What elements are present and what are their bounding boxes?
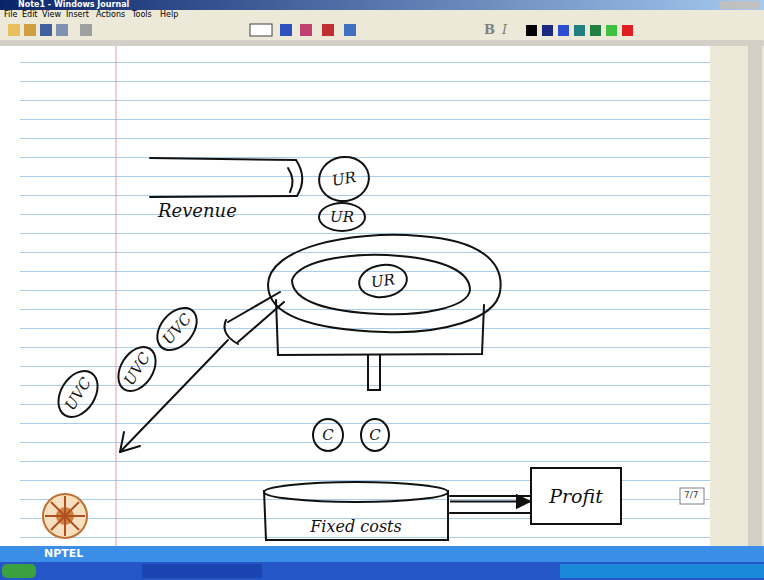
menu-item: View	[42, 11, 61, 19]
title-bar	[0, 0, 764, 10]
margin-line	[116, 46, 117, 546]
flow-arrow	[450, 501, 530, 503]
menu-item: Insert	[66, 11, 89, 19]
node-text: Fixed costs	[310, 517, 401, 536]
window-buttons	[720, 1, 760, 9]
node-text: UVC	[160, 311, 194, 347]
fixed-cost-tray: Fixed costs	[262, 478, 450, 542]
ruled-lines	[20, 62, 710, 544]
unit-variable-cost-drop: UVC	[148, 299, 206, 359]
node-text: Profit	[549, 485, 603, 507]
tray-side	[264, 490, 448, 540]
revenue-pipe	[150, 158, 302, 197]
menu-item: Edit	[22, 11, 38, 19]
menu-bar	[0, 10, 764, 20]
scroll-area	[710, 46, 764, 546]
node-text: UVC	[121, 350, 152, 388]
contribution-drop: C	[312, 418, 344, 452]
unit-variable-cost-drop: UVC	[109, 339, 164, 399]
node-text: UVC	[62, 375, 93, 413]
toolbar	[0, 20, 764, 40]
nptel-logo	[43, 494, 87, 538]
toolbar-button: I	[502, 23, 507, 36]
node-text: UR	[331, 170, 357, 189]
cost-outlet	[120, 292, 284, 452]
unit-variable-cost-drop: UVC	[49, 362, 107, 425]
unit-revenue-drop: UR	[314, 152, 373, 206]
taskbar	[0, 562, 764, 580]
flow-arrow-group	[450, 501, 530, 502]
node-text: UR	[330, 210, 354, 225]
node-text: C	[369, 428, 380, 443]
frame	[0, 40, 764, 46]
status-bar	[0, 546, 764, 562]
profit-box: Profit	[530, 467, 622, 525]
tray-rim	[264, 482, 448, 502]
window-title: Note1 - Windows Journal	[18, 1, 129, 9]
toolbar-button: B	[484, 23, 495, 36]
menu-item: File	[4, 11, 17, 19]
page-number: 7/7	[684, 491, 698, 500]
paper	[20, 46, 710, 546]
handwritten-label: Revenue	[158, 202, 237, 220]
tray-area	[560, 564, 764, 578]
menu-item: Help	[160, 11, 178, 19]
menu-item: Actions	[96, 11, 125, 19]
node-text: C	[322, 428, 333, 443]
menu-item: Tools	[132, 11, 152, 19]
node-text: UR	[370, 272, 396, 290]
page-counter	[680, 488, 704, 504]
toolbar-icons	[8, 24, 633, 36]
watermark: NPTEL	[44, 548, 83, 559]
contribution-drop: C	[360, 418, 390, 452]
tank	[268, 235, 501, 390]
profit-pipe	[450, 496, 530, 513]
start-button	[2, 564, 36, 578]
task-button	[142, 564, 262, 578]
unit-revenue-drop: UR	[318, 202, 366, 232]
scrollbar	[748, 46, 762, 546]
unit-revenue-drop: UR	[356, 261, 410, 302]
